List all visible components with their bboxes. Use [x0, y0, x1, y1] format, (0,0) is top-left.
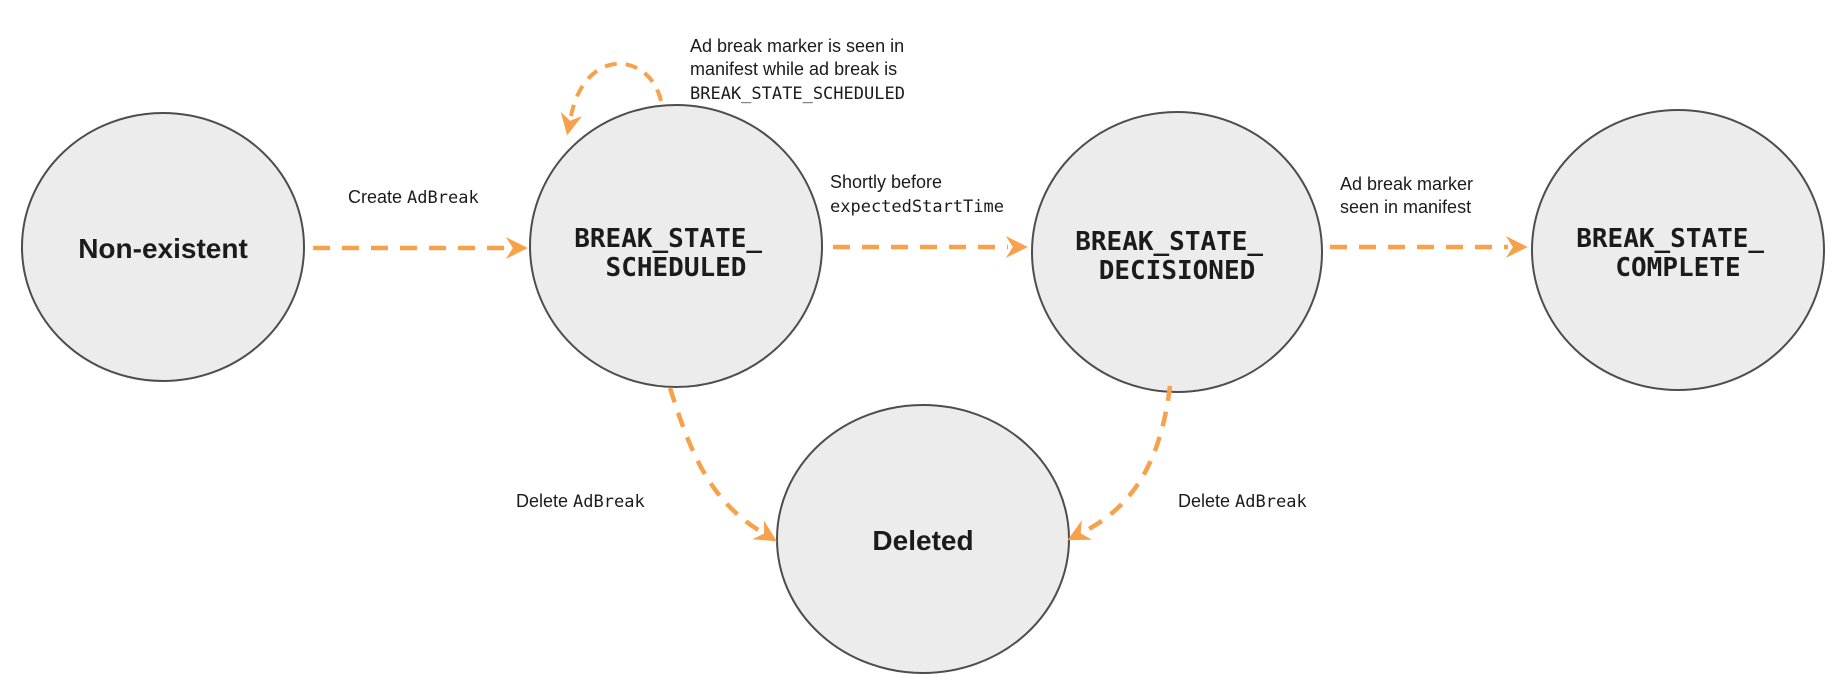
transition-self-loop-arrow [560, 61, 663, 136]
state-complete-label-line1: BREAK_STATE_ [1576, 224, 1764, 254]
transition-create-label-code: AdBreak [407, 188, 479, 208]
transition-decision-label-line2: expectedStartTime [830, 197, 1004, 217]
transition-decision-label-line1: Shortly before [830, 172, 942, 192]
transition-delete-scheduled-label-text: Delete [516, 491, 573, 511]
transition-create-label-text: Create [348, 187, 407, 207]
state-decisioned-label-line1: BREAK_STATE_ [1075, 227, 1263, 257]
state-decisioned-circle [1031, 111, 1323, 393]
transition-delete-scheduled-label-code: AdBreak [573, 492, 645, 512]
transition-delete-decisioned-label-text: Delete [1178, 491, 1235, 511]
state-deleted-label: Deleted [872, 525, 973, 556]
state-decisioned-label: BREAK_STATE_ DECISIONED [1075, 227, 1279, 286]
transition-self-loop-label-line2: manifest while ad break is [690, 59, 897, 79]
state-non-existent-label: Non-existent [78, 233, 248, 264]
transition-complete-label-line1: Ad break marker [1340, 174, 1473, 194]
transition-decision-label: Shortly before expectedStartTime [830, 172, 1004, 217]
transition-complete-label: Ad break marker seen in manifest [1340, 174, 1478, 217]
state-circles [21, 104, 1825, 674]
state-scheduled-label: BREAK_STATE_ SCHEDULED [574, 224, 778, 283]
state-non-existent-circle [21, 112, 305, 382]
state-scheduled-label-line2: SCHEDULED [606, 253, 747, 283]
transition-delete-decisioned-arrow [1067, 385, 1173, 541]
transition-create-label: Create AdBreak [348, 187, 479, 208]
transition-arrows [313, 61, 1528, 542]
state-scheduled-circle [529, 104, 823, 388]
state-complete-label-line2: COMPLETE [1615, 253, 1740, 283]
transition-self-loop-label-line3: BREAK_STATE_SCHEDULED [690, 84, 905, 104]
transition-delete-decisioned-label-code: AdBreak [1235, 492, 1307, 512]
transition-delete-scheduled-arrow [667, 387, 777, 542]
transition-delete-scheduled-label: Delete AdBreak [516, 491, 645, 512]
state-complete-circle [1531, 109, 1825, 391]
state-decisioned-label-line2: DECISIONED [1099, 256, 1256, 286]
transition-delete-decisioned-label: Delete AdBreak [1178, 491, 1307, 512]
transition-complete-label-line2: seen in manifest [1340, 197, 1471, 217]
transition-self-loop-label-line1: Ad break marker is seen in [690, 36, 904, 56]
state-scheduled-label-line1: BREAK_STATE_ [574, 224, 762, 254]
transition-self-loop-label: Ad break marker is seen in manifest whil… [690, 36, 909, 104]
state-complete-label: BREAK_STATE_ COMPLETE [1576, 224, 1780, 283]
diagram-text: Non-existent BREAK_STATE_ SCHEDULED BREA… [78, 36, 1780, 556]
